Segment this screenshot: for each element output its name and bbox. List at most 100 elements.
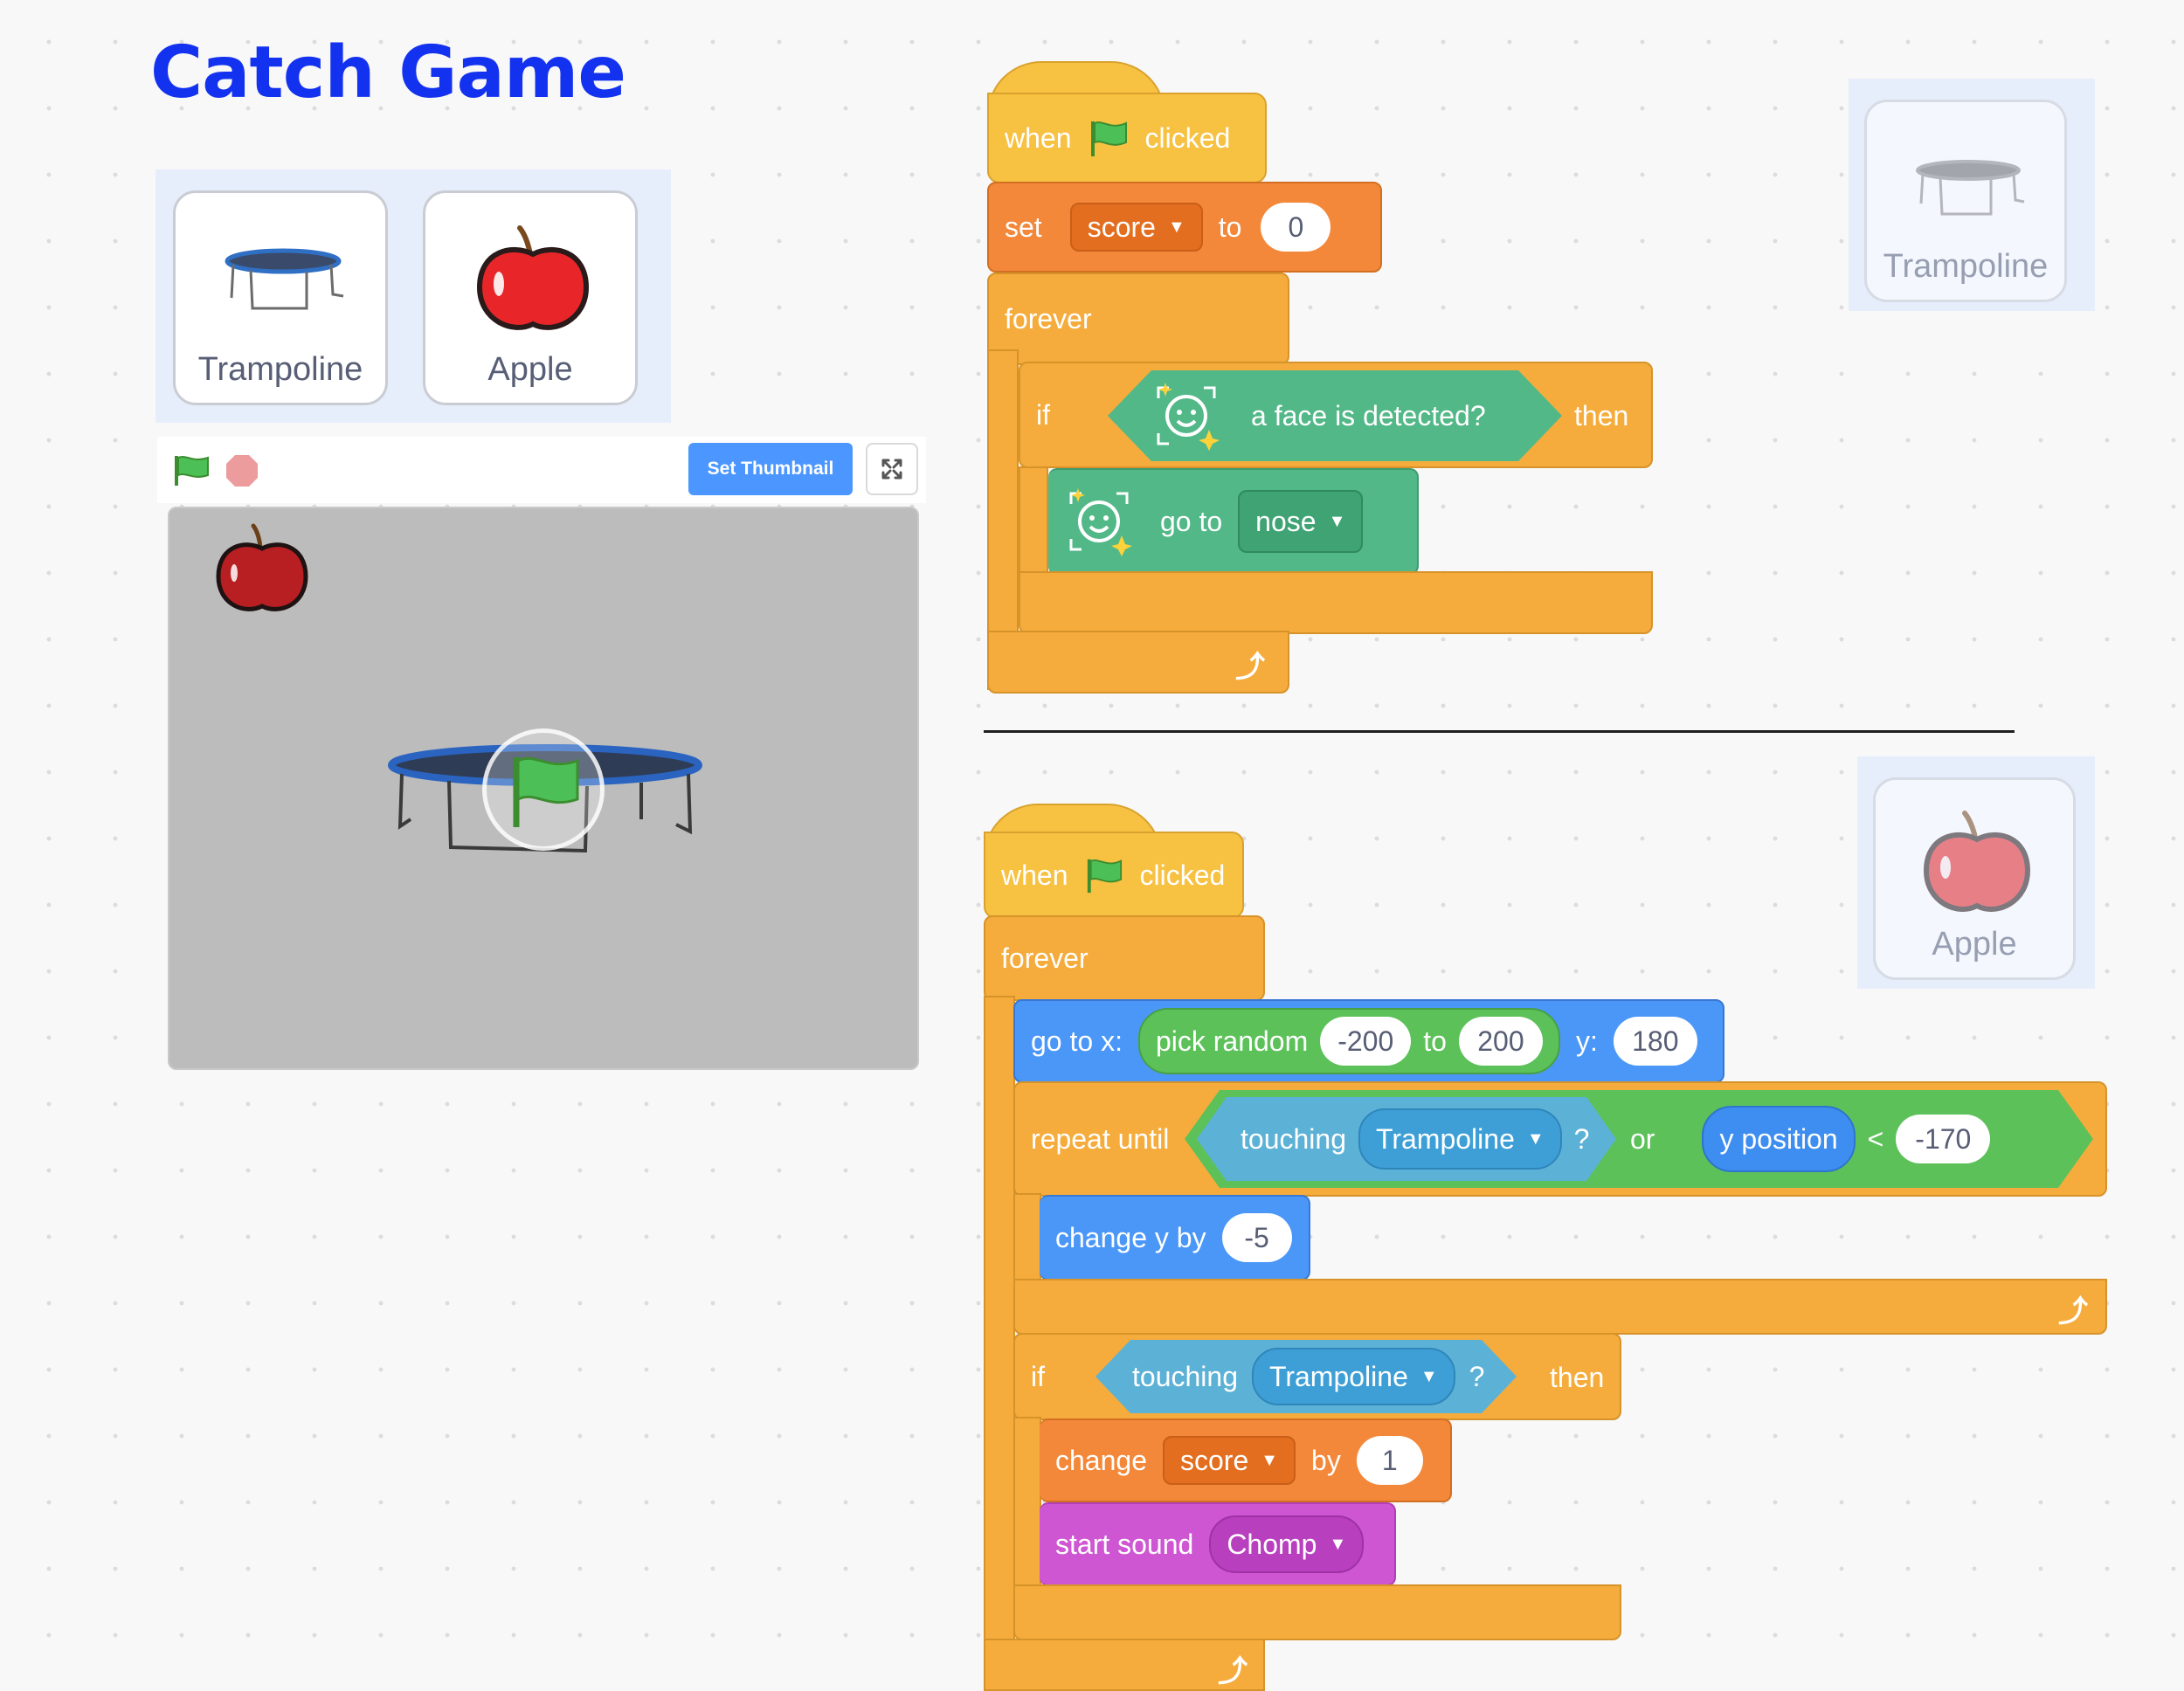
sprite-label: Apple: [1932, 926, 2017, 963]
change-label: change: [1055, 1444, 1147, 1476]
stage-canvas[interactable]: [168, 507, 919, 1070]
go-to-face-part-block[interactable]: go to nose ▼: [1048, 468, 1419, 575]
change-value-input[interactable]: 1: [1356, 1436, 1423, 1485]
fullscreen-icon: [881, 459, 902, 480]
less-than-value-input[interactable]: -170: [1896, 1115, 1990, 1163]
variable-name: score: [1179, 1444, 1249, 1476]
forever-block[interactable]: forever: [984, 915, 1265, 1001]
forever-block[interactable]: forever: [987, 273, 1289, 365]
forever-foot: [984, 1639, 1265, 1691]
go-to-x-label: go to x:: [1031, 1025, 1123, 1057]
face-part-dropdown[interactable]: nose ▼: [1238, 490, 1364, 553]
hat-when-label: when: [1001, 859, 1068, 891]
touching-condition[interactable]: touching Trampoline ▼ ?: [1197, 1097, 1616, 1181]
hat-clicked-label: clicked: [1139, 859, 1226, 891]
sound-dropdown[interactable]: Chomp ▼: [1209, 1515, 1365, 1573]
pick-random-label: pick random: [1155, 1025, 1309, 1057]
chevron-down-icon: ▼: [1526, 1128, 1545, 1149]
sprite-tile-trampoline[interactable]: Trampoline: [173, 190, 388, 405]
forever-label: forever: [1001, 942, 1089, 974]
touching-label: touching: [1132, 1360, 1238, 1392]
random-from-input[interactable]: -200: [1320, 1017, 1412, 1066]
apple-icon: [1876, 797, 2073, 928]
hat-when-label: when: [1005, 121, 1072, 154]
question-mark: ?: [1573, 1122, 1590, 1155]
variable-dropdown[interactable]: score ▼: [1069, 203, 1203, 252]
if-arm: [1013, 1417, 1041, 1588]
change-y-input[interactable]: -5: [1221, 1213, 1292, 1262]
if-label: if: [1031, 1360, 1045, 1392]
touching-label: touching: [1241, 1122, 1346, 1155]
if-arm: [1019, 466, 1048, 573]
random-to-label: to: [1423, 1025, 1447, 1057]
green-flag-overlay-button[interactable]: [482, 728, 605, 851]
less-than-operator[interactable]: y position < -170: [1669, 1097, 2044, 1181]
set-thumbnail-button[interactable]: Set Thumbnail: [688, 443, 853, 495]
sound-name: Chomp: [1227, 1528, 1317, 1560]
sprite-panel: Trampoline Apple: [156, 169, 671, 423]
green-flag-icon[interactable]: [173, 454, 211, 492]
loop-arrow-icon: ⤴: [1235, 651, 1265, 684]
change-y-label: change y by: [1055, 1221, 1206, 1253]
touching-condition[interactable]: touching Trampoline ▼ ?: [1095, 1340, 1517, 1413]
repeat-until-label: repeat until: [1031, 1122, 1170, 1155]
apple-sprite: [216, 523, 308, 611]
script-sprite-badge-trampoline: Trampoline: [1849, 79, 2095, 311]
set-variable-block[interactable]: set score ▼ to 0: [987, 182, 1382, 273]
face-detected-condition[interactable]: a face is detected?: [1108, 370, 1562, 461]
if-label: if: [1036, 398, 1050, 431]
script-divider: [984, 730, 2015, 733]
start-sound-block[interactable]: start sound Chomp ▼: [1040, 1502, 1396, 1586]
when-flag-clicked-block[interactable]: when clicked: [987, 93, 1267, 183]
touching-target: Trampoline: [1375, 1122, 1515, 1155]
chevron-down-icon: ▼: [1420, 1366, 1438, 1386]
or-label: or: [1630, 1122, 1655, 1155]
touching-target-dropdown[interactable]: Trampoline ▼: [1252, 1348, 1455, 1405]
script-sprite-badge-apple: Apple: [1857, 756, 2095, 989]
chevron-down-icon: ▼: [1261, 1450, 1279, 1470]
loop-arrow-icon: ⤴: [2058, 1295, 2088, 1329]
trampoline-icon: [1867, 120, 2064, 251]
y-position-reporter[interactable]: y position: [1702, 1106, 1855, 1172]
or-operator[interactable]: touching Trampoline ▼ ? or y position < …: [1185, 1090, 2093, 1188]
green-flag-icon: [1090, 121, 1127, 156]
stop-icon[interactable]: [225, 454, 259, 492]
sprite-tile-apple[interactable]: Apple: [423, 190, 638, 405]
apple-icon: [425, 211, 635, 342]
y-label: y:: [1575, 1025, 1598, 1057]
random-to-input[interactable]: 200: [1458, 1017, 1543, 1066]
trampoline-icon: [176, 211, 385, 342]
then-label: then: [1550, 1362, 1605, 1393]
start-sound-label: start sound: [1055, 1528, 1194, 1560]
page-title: Catch Game: [150, 31, 626, 114]
chevron-down-icon: ▼: [1329, 1534, 1347, 1554]
face-sensing-icon: [1069, 488, 1132, 556]
set-value-input[interactable]: 0: [1261, 203, 1331, 252]
less-than-sign: <: [1867, 1122, 1884, 1155]
set-to-label: to: [1218, 211, 1242, 243]
y-value-input[interactable]: 180: [1613, 1017, 1697, 1066]
touching-target: Trampoline: [1268, 1360, 1408, 1392]
variable-dropdown[interactable]: score ▼: [1162, 1436, 1296, 1485]
set-label: set: [1005, 211, 1042, 243]
change-variable-block[interactable]: change score ▼ by 1: [1040, 1418, 1452, 1502]
variable-name: score: [1087, 211, 1156, 243]
green-flag-icon: [513, 756, 579, 827]
then-label: then: [1574, 400, 1629, 431]
change-y-block[interactable]: change y by -5: [1040, 1195, 1310, 1280]
go-to-label: go to: [1160, 505, 1223, 537]
chevron-down-icon: ▼: [1167, 217, 1185, 237]
if-foot: [1013, 1584, 1621, 1640]
fullscreen-button[interactable]: [866, 443, 918, 495]
repeat-foot: [1013, 1279, 2107, 1335]
sprite-label: Apple: [487, 351, 573, 388]
sprite-tile-apple[interactable]: Apple: [1873, 777, 2076, 980]
change-by-label: by: [1311, 1444, 1341, 1476]
sprite-tile-trampoline[interactable]: Trampoline: [1864, 100, 2067, 302]
loop-arrow-icon: ⤴: [1218, 1655, 1248, 1688]
when-flag-clicked-block[interactable]: when clicked: [984, 832, 1244, 919]
go-to-xy-block[interactable]: go to x: pick random -200 to 200 y: 180: [1013, 999, 1724, 1083]
touching-target-dropdown[interactable]: Trampoline ▼: [1358, 1108, 1562, 1170]
pick-random-reporter[interactable]: pick random -200 to 200: [1137, 1008, 1560, 1074]
sprite-label: Trampoline: [197, 351, 363, 388]
